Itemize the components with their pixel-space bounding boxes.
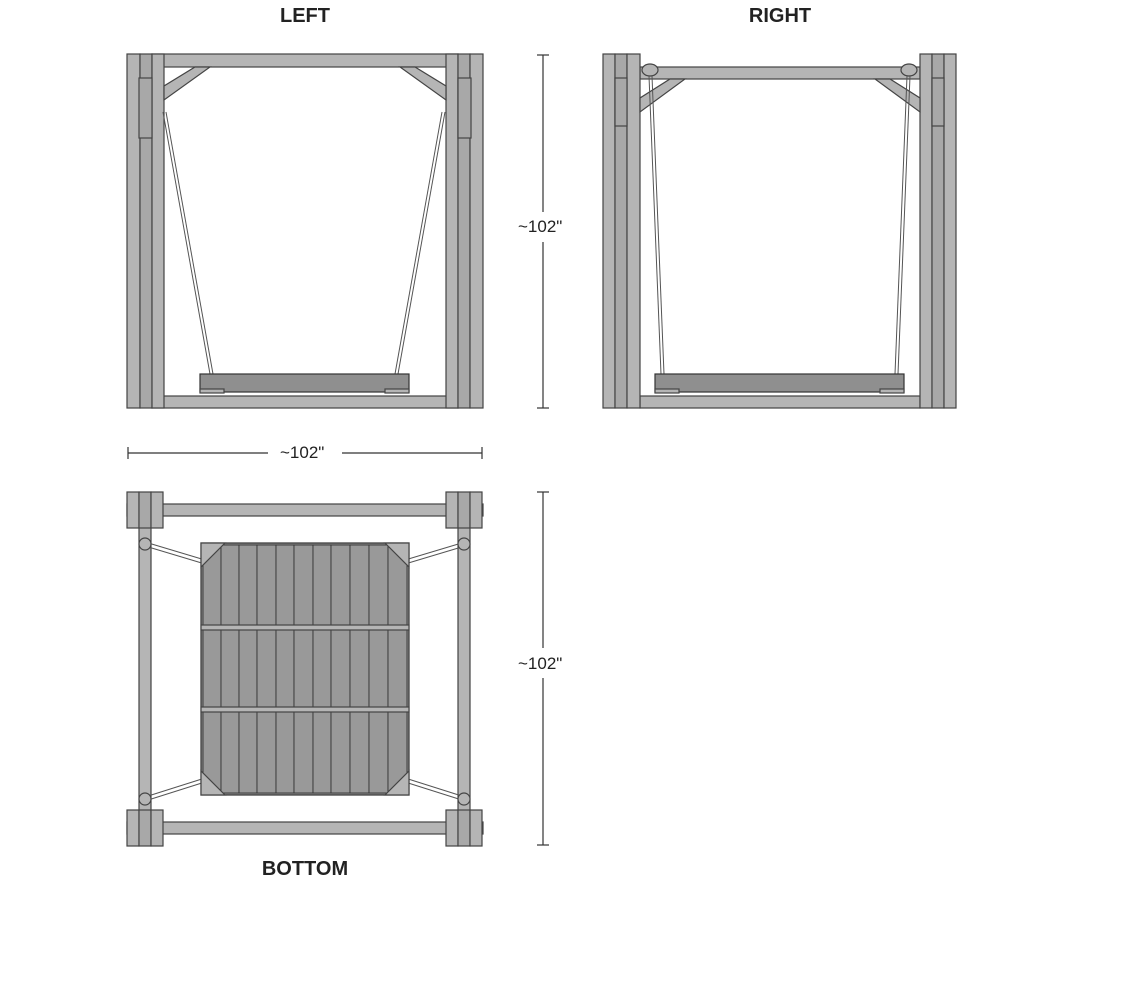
bottom-view-drawing: [126, 491, 484, 847]
left-view-drawing: [126, 53, 484, 409]
right-view-drawing: [602, 53, 957, 409]
right-view-title: RIGHT: [748, 5, 812, 27]
seat-slats: [202, 544, 408, 794]
dimension-depth-bottom: [537, 491, 549, 846]
dimension-width: [127, 447, 483, 459]
height-dimension-label: ~102": [514, 217, 567, 237]
dimension-height-top: [537, 54, 549, 409]
left-view-title: LEFT: [280, 5, 330, 27]
bottom-view-title: BOTTOM: [261, 858, 349, 880]
width-dimension-label: ~102": [276, 443, 329, 463]
depth-dimension-label: ~102": [514, 654, 567, 674]
